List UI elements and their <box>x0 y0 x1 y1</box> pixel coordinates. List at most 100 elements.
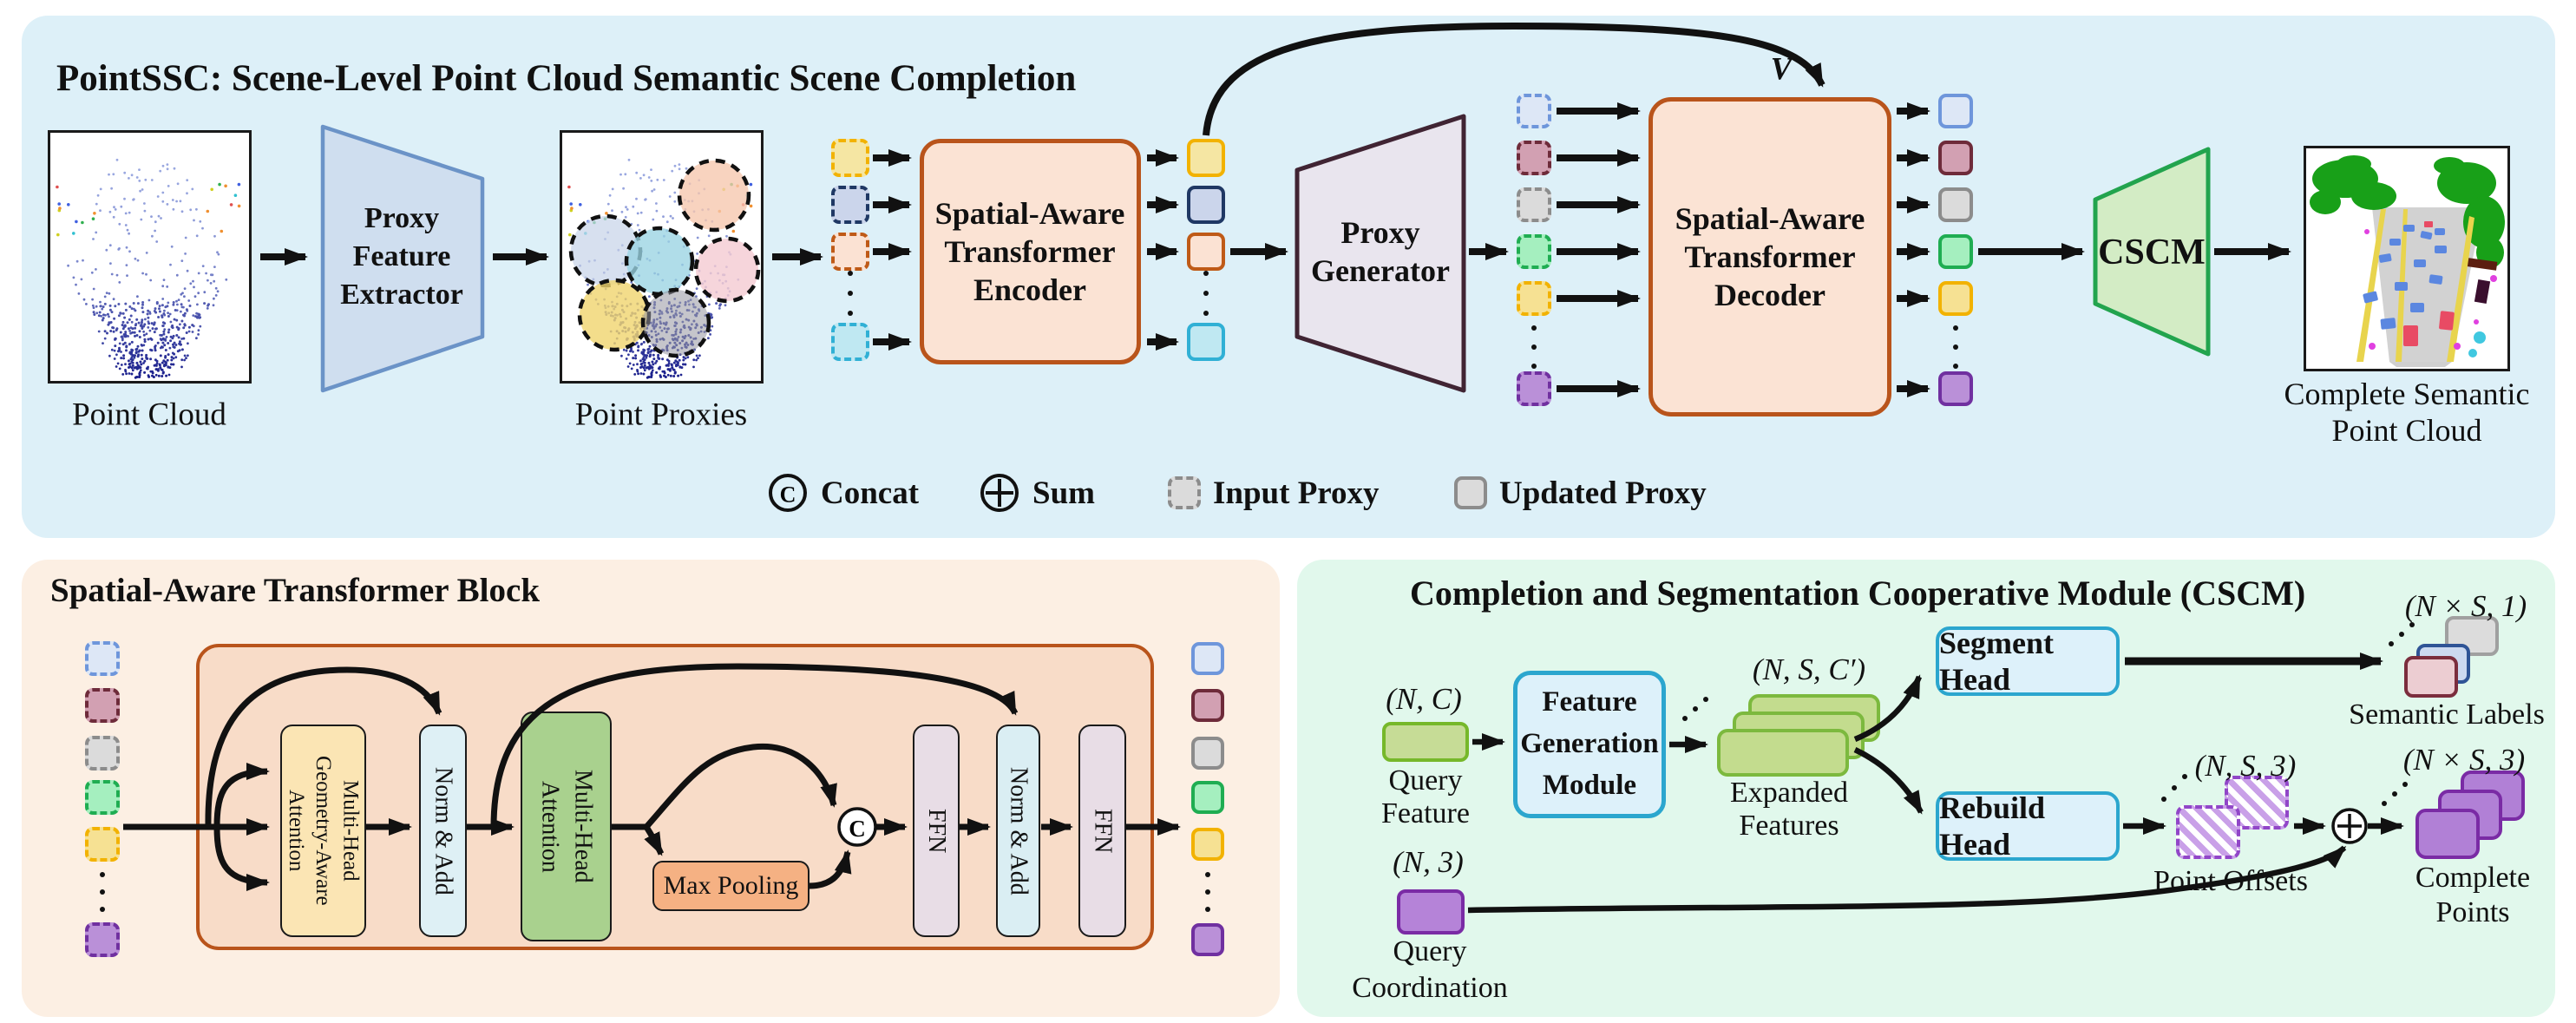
norm-add-box-1: Norm & Add <box>419 725 467 937</box>
norm-add-label-2: Norm & Add <box>1005 766 1032 895</box>
semantic-label-rect-front <box>2404 656 2458 698</box>
mhga-line: Multi-Head <box>338 780 363 882</box>
stack-dots <box>2399 632 2404 637</box>
proxy-lightblue-block-output <box>1191 642 1224 675</box>
stack-dots <box>2402 782 2408 787</box>
query-coord-label-1: Query <box>1393 935 1467 967</box>
proxy-periwinkle-encoder-output <box>1187 186 1225 224</box>
proxy-gray-decoder-input <box>1517 187 1551 222</box>
norm-add-label: Norm & Add <box>429 766 457 895</box>
proxy-dots <box>1531 344 1537 350</box>
updated-proxy-icon <box>1454 476 1487 509</box>
stack-dots <box>2172 785 2177 790</box>
cscm-shape <box>2093 147 2211 357</box>
proxy-lightblue-block-input <box>85 641 120 676</box>
encoder-label-1: Spatial-Aware <box>934 196 1125 231</box>
segment-head-box: Segment Head <box>1936 626 2120 697</box>
proxy-purple-block-input <box>85 922 120 957</box>
svg-text:C: C <box>780 482 796 508</box>
offsets-label: Point Offsets <box>2153 865 2308 897</box>
proxy-dots <box>848 271 853 276</box>
ffn-label-2: FFN <box>1089 808 1117 854</box>
query-coordination-rect <box>1397 889 1465 934</box>
sum-icon <box>980 474 1019 512</box>
query-feature-rect <box>1382 722 1469 762</box>
ffn-box-2: FFN <box>1078 725 1126 937</box>
decoder-label-2: Transformer <box>1684 239 1856 274</box>
stack-dots <box>1682 716 1688 721</box>
encoder-label-2: Transformer <box>944 234 1116 269</box>
stack-dots <box>2182 774 2187 779</box>
proxy-gray-block-input <box>85 736 120 771</box>
proxy-cyan-encoder-input <box>831 323 869 361</box>
expanded-feature-rect-front <box>1717 729 1849 777</box>
expanded-label-1: Expanded <box>1730 777 1848 809</box>
proxy-dots <box>1531 325 1537 331</box>
proxy-dots <box>100 872 105 877</box>
proxy-gold-block-input <box>85 827 120 862</box>
value-v-label: V <box>1770 51 1793 88</box>
encoder-label-3: Encoder <box>973 272 1086 307</box>
proxy-dots <box>1203 271 1209 276</box>
ffn-box-1: FFN <box>913 725 960 937</box>
proxy-gold-decoder-input <box>1517 281 1551 316</box>
proxy-dots <box>848 291 853 296</box>
expanded-dim: (N, S, C′) <box>1752 652 1866 686</box>
pfe-label-1: Proxy <box>364 202 440 234</box>
legend-sum-label: Sum <box>1032 475 1095 511</box>
query-feature-label-2: Feature <box>1381 797 1470 830</box>
proxy-rose-decoder-input <box>1517 141 1551 175</box>
proxy-purple-decoder-output <box>1938 371 1973 406</box>
complete-dim: (N × S, 3) <box>2402 743 2526 777</box>
proxy-dots <box>1205 889 1210 895</box>
segment-head-label: Segment Head <box>1939 626 2054 697</box>
pg-label-2: Generator <box>1311 253 1450 288</box>
fgm-line: Generation <box>1520 728 1659 760</box>
pfe-label-2: Feature <box>352 240 451 272</box>
norm-add-box-2: Norm & Add <box>996 725 1040 937</box>
cscm-title: Completion and Segmentation Cooperative … <box>1410 574 2306 613</box>
mhga-box: Multi-Head Geometry-Aware Attention <box>280 725 366 937</box>
fgm-line: Module <box>1542 769 1637 801</box>
proxy-gold-decoder-output <box>1938 281 1973 316</box>
semantic-dim: (N × S, 1) <box>2404 589 2527 623</box>
legend-updated-proxy-label: Updated Proxy <box>1499 475 1707 511</box>
pg-label-1: Proxy <box>1340 215 1420 250</box>
proxy-dots <box>1205 872 1210 877</box>
proxy-feature-extractor-shape <box>320 124 485 393</box>
proxy-periwinkle-encoder-input <box>831 186 869 224</box>
proxy-dots <box>1953 364 1958 369</box>
proxy-green-block-input <box>85 780 120 815</box>
proxy-lightblue-decoder-input <box>1517 94 1551 128</box>
concat-icon: C <box>769 474 807 512</box>
mha-line: Multi-Head <box>569 770 597 883</box>
point-cloud-caption: Point Cloud <box>72 397 226 433</box>
proxy-dots <box>1953 344 1958 350</box>
max-pooling-box: Max Pooling <box>652 861 810 911</box>
encoder-box <box>920 139 1141 364</box>
legend-concat: C Concat <box>767 470 919 515</box>
proxy-purple-block-output <box>1191 923 1224 956</box>
stack-dots <box>2389 641 2394 646</box>
legend-input-proxy-label: Input Proxy <box>1213 475 1380 511</box>
proxy-gray-block-output <box>1191 737 1224 770</box>
query-coord-label-2: Coordination <box>1352 972 1508 1004</box>
semantic-label: Semantic Labels <box>2349 698 2545 731</box>
proxy-green-decoder-input <box>1517 234 1551 269</box>
fgm-line: Feature <box>1542 686 1637 718</box>
proxy-gold-block-output <box>1191 828 1224 861</box>
pfe-label-3: Extractor <box>340 279 463 311</box>
proxy-dots <box>100 889 105 895</box>
proxy-peach-encoder-output <box>1187 233 1225 271</box>
input-proxy-icon <box>1168 476 1201 509</box>
complete-points-rect-front <box>2415 809 2480 859</box>
proxy-green-decoder-output <box>1938 234 1973 269</box>
proxy-yellow-encoder-output <box>1187 139 1225 177</box>
cscm-shape-label: CSCM <box>2098 233 2206 272</box>
query-coord-dim: (N, 3) <box>1393 845 1464 879</box>
point-offsets-rect-front <box>2176 805 2240 859</box>
proxy-rose-decoder-output <box>1938 141 1973 175</box>
proxy-dots <box>100 907 105 912</box>
point-proxies-caption: Point Proxies <box>574 397 748 433</box>
